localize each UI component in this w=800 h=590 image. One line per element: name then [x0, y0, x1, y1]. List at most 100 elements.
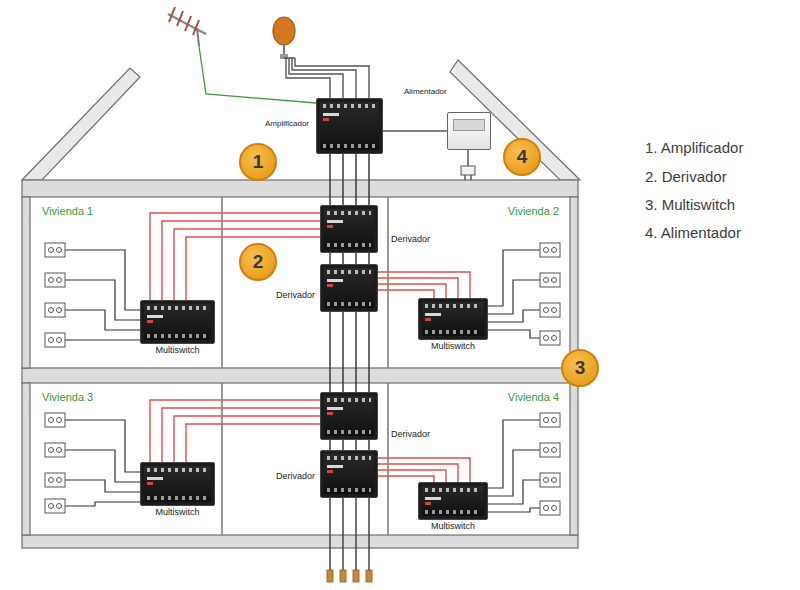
device-label: Derivador — [391, 234, 430, 244]
callout-number: 3 — [561, 349, 599, 387]
tap-box: Derivador — [320, 264, 378, 312]
multiswitch-box: Multiswitch — [140, 300, 215, 344]
power-plug — [461, 150, 475, 180]
trunk-cables — [330, 498, 369, 570]
antenna-elements — [169, 7, 199, 35]
device-logo-mark — [327, 407, 343, 410]
f-connector — [353, 570, 359, 582]
plug-prongs — [465, 175, 471, 180]
socket-holes — [49, 248, 557, 511]
antenna-mast — [197, 28, 199, 46]
device-label: Multiswitch — [155, 345, 199, 355]
outer-wall — [570, 197, 578, 368]
satellite-cables — [284, 58, 369, 98]
roof-left — [22, 68, 140, 180]
room-heading: Vivienda 1 — [42, 205, 93, 218]
device-logo-mark — [425, 318, 431, 321]
device-logo-mark — [425, 497, 441, 500]
device-ports — [323, 144, 376, 148]
building-structure — [22, 180, 578, 548]
device-ports — [323, 104, 376, 108]
terrestrial-antenna — [168, 7, 206, 46]
coax-cable — [150, 400, 320, 462]
device-ports — [327, 430, 371, 434]
coax-cable — [330, 312, 369, 392]
cable-terminals — [327, 570, 372, 582]
power-cord — [467, 150, 469, 166]
device-ports — [327, 302, 371, 306]
socket-hole-pairs — [49, 248, 557, 511]
callout-number: 1 — [239, 143, 277, 181]
device-ports — [327, 211, 371, 215]
device-ports — [327, 398, 371, 402]
device-ports — [327, 488, 371, 492]
legend-item: 1. Amplificador — [645, 139, 743, 157]
socket-cable — [488, 250, 540, 338]
dish-reflector — [273, 17, 295, 45]
wall-sockets — [45, 243, 560, 515]
device-ports — [327, 456, 371, 460]
multiswitch-box: Multiswitch — [140, 462, 215, 506]
legend-item: 3. Multiswitch — [645, 196, 735, 214]
room-heading: Vivienda 2 — [508, 205, 559, 218]
device-ports — [327, 243, 371, 247]
coax-cable — [378, 272, 470, 298]
device-label: Derivador — [276, 471, 315, 481]
amplifier-box: Amplificador — [316, 98, 383, 154]
coax-cable — [383, 130, 447, 132]
device-ports — [147, 468, 208, 472]
socket-cable — [65, 420, 140, 506]
device-logo-mark — [327, 279, 343, 282]
f-connector — [327, 570, 333, 582]
device-logo-mark — [147, 477, 163, 480]
device-logo-mark — [147, 320, 153, 323]
device-panel — [453, 119, 485, 131]
device-ports — [425, 488, 481, 492]
f-connector — [340, 570, 346, 582]
device-logo-mark — [147, 482, 153, 485]
coax-cable — [330, 253, 369, 264]
multiswitch-box: Multiswitch — [418, 482, 488, 520]
device-label: Derivador — [276, 290, 315, 300]
callout-number: 2 — [239, 243, 277, 281]
inner-wall — [222, 197, 388, 535]
legend-item: 2. Derivador — [645, 168, 727, 186]
coax-cable — [150, 213, 320, 300]
dwelling-room: Vivienda 1 Multiswitch — [30, 197, 222, 368]
socket-wiring — [65, 250, 540, 512]
dwelling-room: Vivienda 2 Multiswitch — [388, 197, 569, 368]
floor-beam — [22, 180, 578, 197]
device-logo-mark — [425, 313, 441, 316]
room-heading: Vivienda 4 — [508, 391, 559, 404]
device-logo-mark — [327, 465, 343, 468]
device-logo-mark — [327, 284, 333, 287]
tap-box: Derivador — [320, 392, 378, 440]
tap-box: Derivador — [320, 205, 378, 253]
device-label: Multiswitch — [431, 521, 475, 531]
device-logo-mark — [425, 502, 431, 505]
device-ports — [147, 496, 208, 500]
device-logo-mark — [147, 315, 163, 318]
device-logo-mark — [327, 412, 333, 415]
plug-body — [461, 166, 475, 175]
socket-cable — [488, 420, 540, 512]
coax-cable — [330, 440, 369, 450]
satellite-dish — [273, 17, 295, 59]
multiswitch-box: Multiswitch — [418, 298, 488, 340]
device-logo-mark — [323, 118, 329, 121]
coax-cable — [330, 154, 369, 205]
floor-beam — [22, 368, 578, 383]
roof-right — [450, 60, 580, 180]
device-ports — [425, 304, 481, 308]
socket-cable — [65, 250, 140, 340]
outer-wall — [570, 383, 578, 535]
device-logo-mark — [327, 470, 333, 473]
dwelling-room: Vivienda 3Multiswitch — [30, 383, 222, 535]
device-label: Multiswitch — [155, 507, 199, 517]
coax-cable — [378, 458, 470, 482]
device-ports — [425, 510, 481, 514]
tap-box: Derivador — [320, 450, 378, 498]
